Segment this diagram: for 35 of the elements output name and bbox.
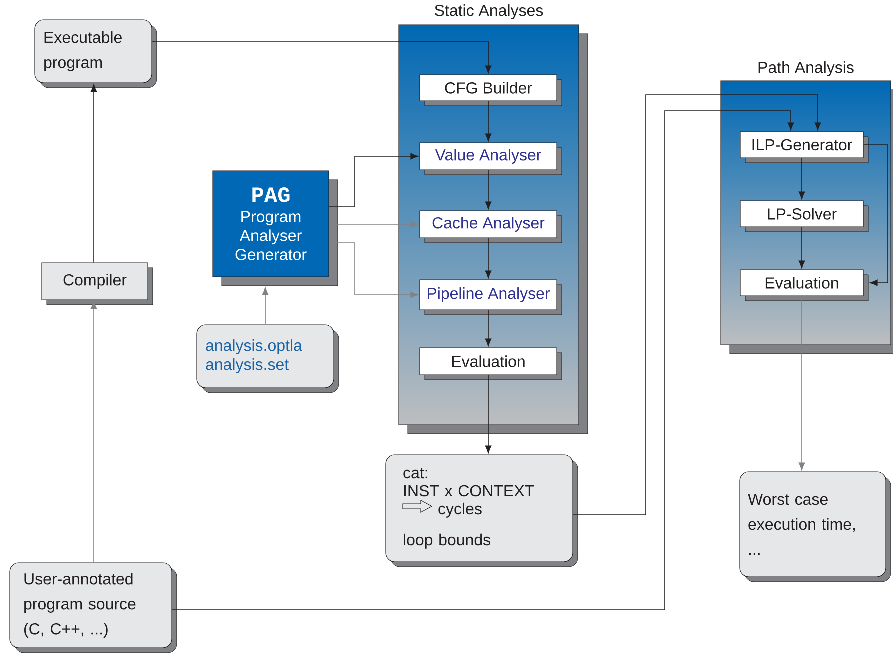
arrow <box>863 144 888 286</box>
process-box: ILP-Generator <box>740 132 869 164</box>
arrow <box>90 302 98 564</box>
arrow <box>485 170 492 210</box>
arrow <box>328 153 418 208</box>
arrow <box>172 110 794 610</box>
process-box: Value Analyser <box>420 142 562 176</box>
process-box: CFG Builder <box>420 74 562 106</box>
arrow <box>485 310 492 346</box>
rounded-box: Worst case execution time, ... <box>740 472 892 582</box>
rounded-box: Executable program <box>34 20 158 88</box>
arrow <box>798 158 806 200</box>
arrow <box>328 221 418 228</box>
rounded-box: User-annotated program source (C, C++, ...) <box>10 562 178 654</box>
arrow <box>485 238 492 278</box>
process-box: Evaluation <box>740 270 869 302</box>
arrow <box>485 374 492 454</box>
arrow <box>572 94 822 516</box>
rounded-box: cat: INST x CONTEXT cycles loop bounds <box>386 454 578 568</box>
arrow <box>798 296 806 470</box>
process-box: Pipeline Analyser <box>420 280 562 316</box>
rounded-box: analysis.optla analysis.set <box>196 324 340 394</box>
arrow <box>798 226 806 268</box>
arrow <box>262 288 269 326</box>
process-box: Compiler <box>42 262 154 306</box>
arrow <box>328 242 418 298</box>
arrow <box>152 42 492 74</box>
node-label: Static Analyses <box>435 4 544 20</box>
generator-box: PAG Program Analyser Generator <box>212 170 338 286</box>
process-box: Cache Analyser <box>420 210 562 244</box>
process-box: Evaluation <box>420 348 562 380</box>
arrow <box>90 84 98 264</box>
node-label: Path Analysis <box>758 62 854 76</box>
process-box: LP-Solver <box>740 200 869 232</box>
arrow <box>485 100 492 142</box>
